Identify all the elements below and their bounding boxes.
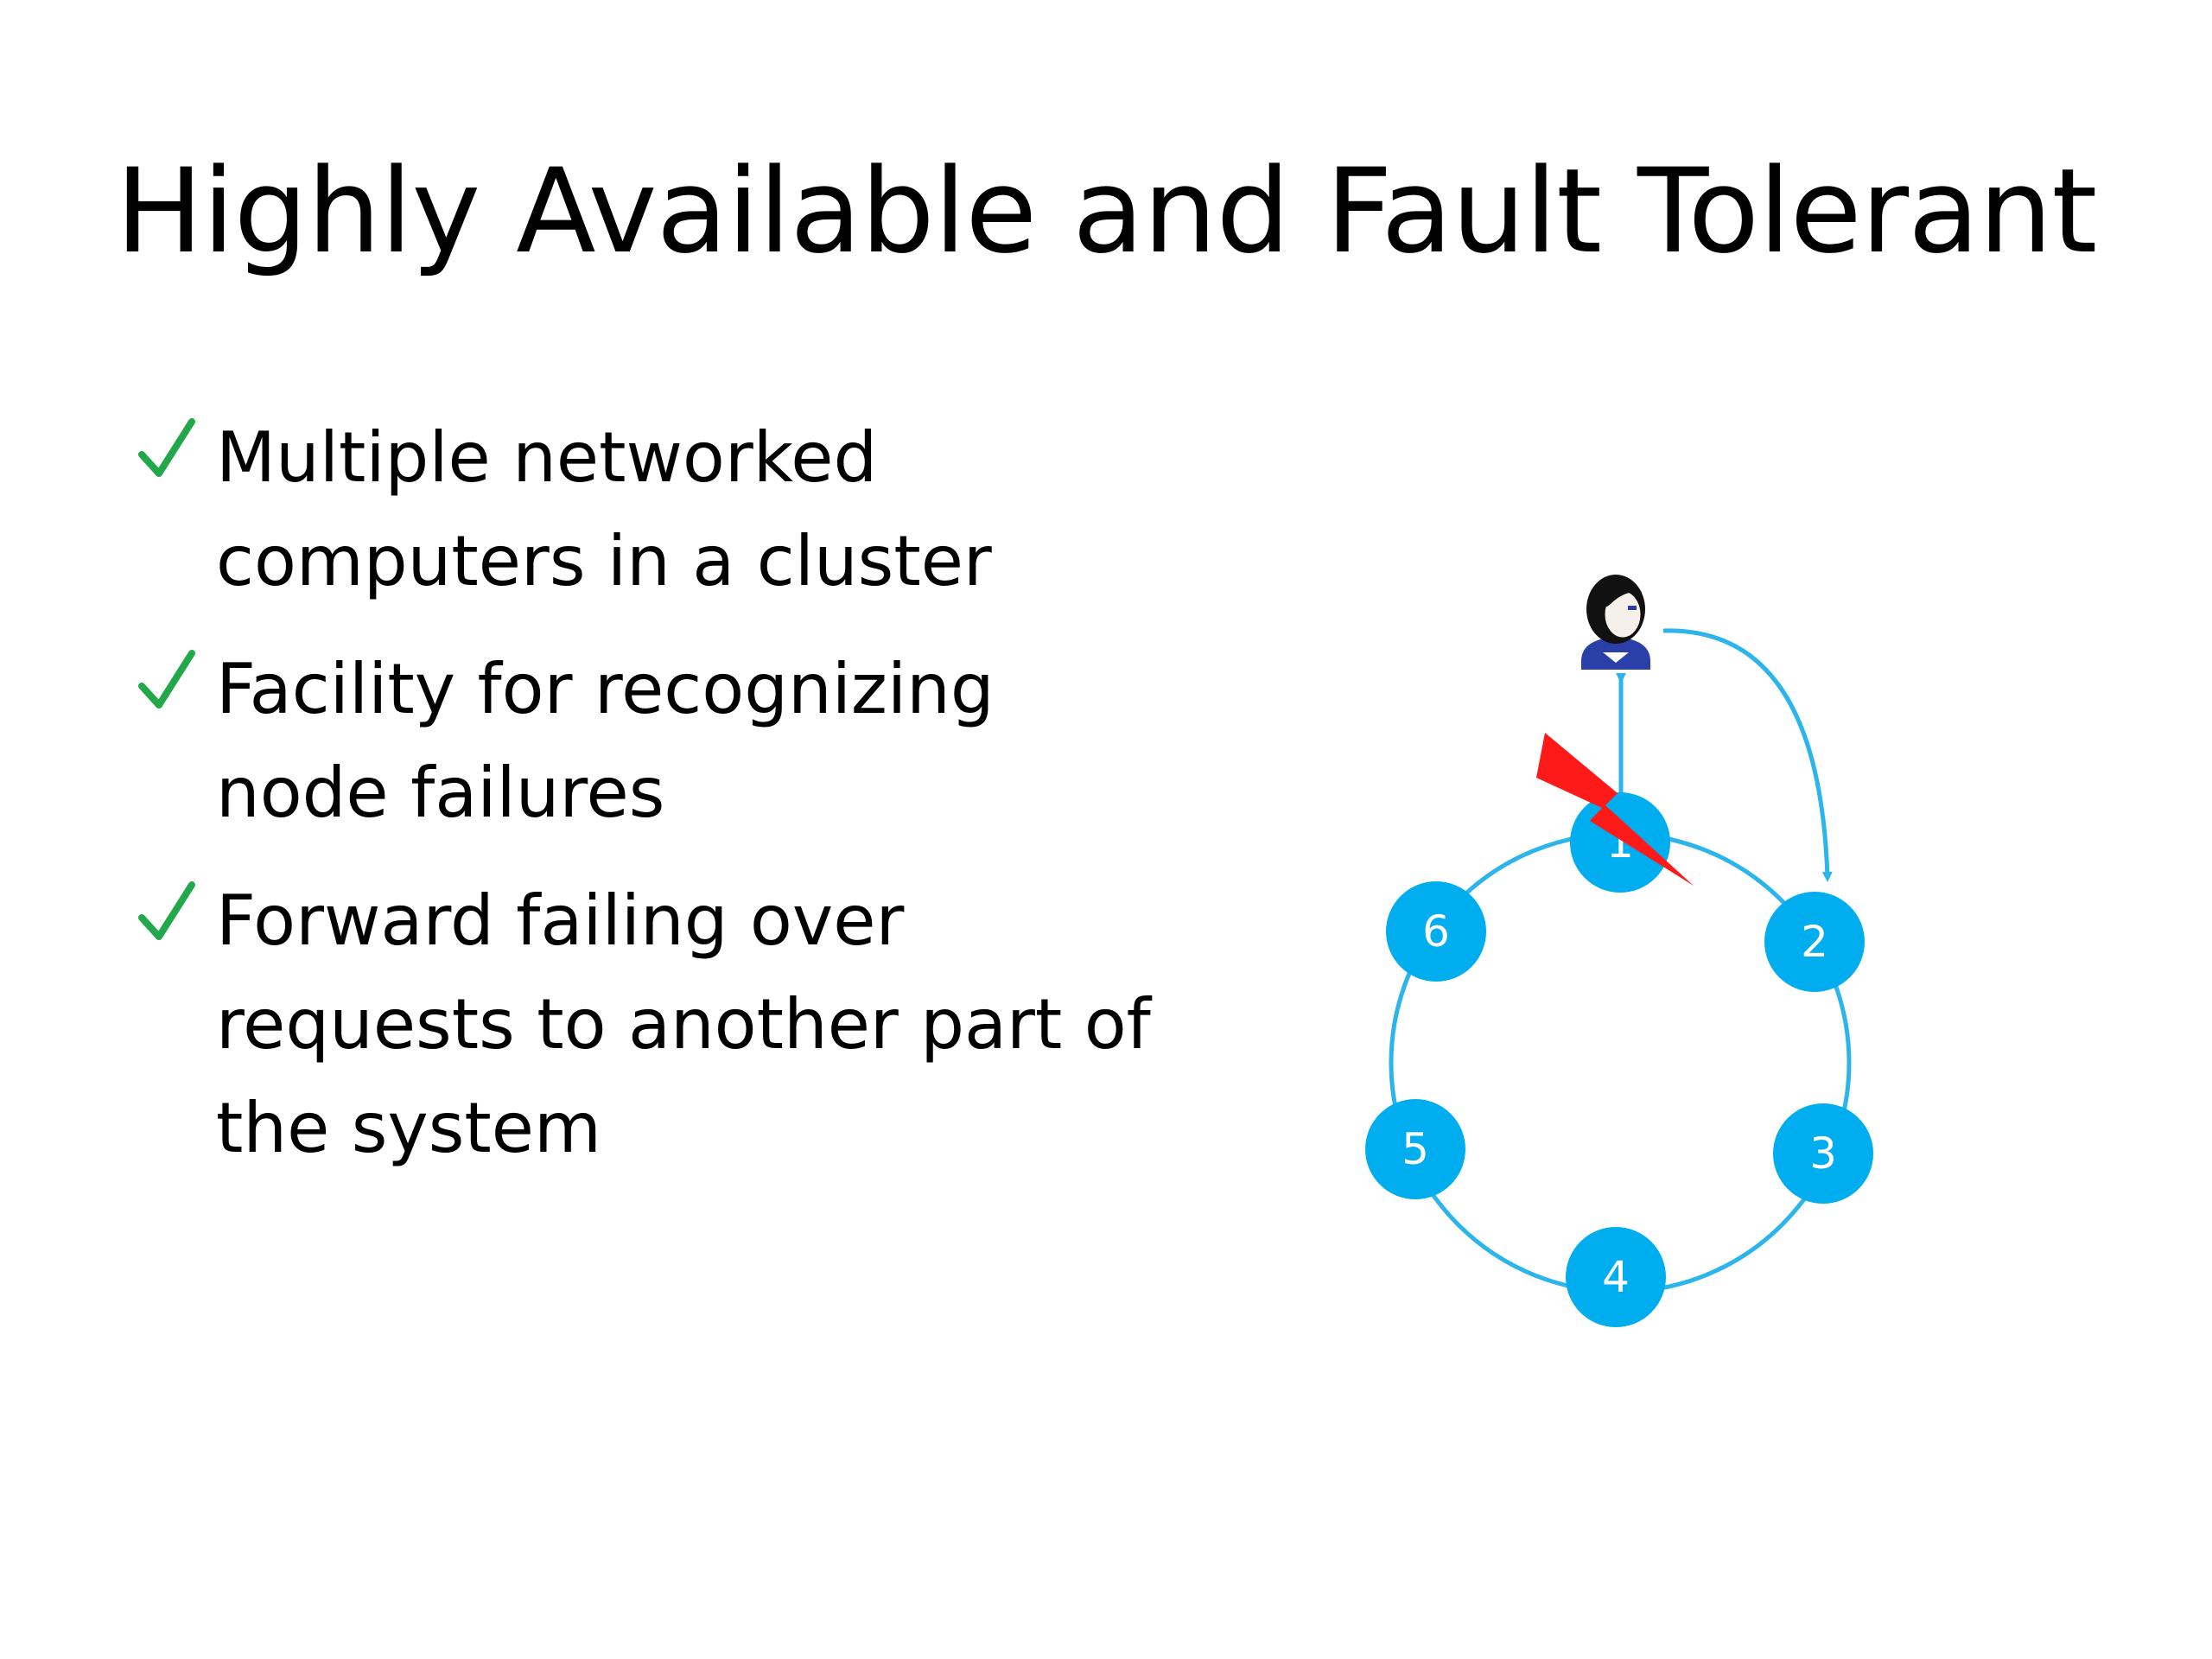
bullet-item: Facility for recognizing node failures: [137, 638, 1156, 845]
bullet-item: Forward failing over requests to another…: [137, 869, 1156, 1180]
user-icon: [1581, 575, 1650, 670]
node-5-label: 5: [1402, 1124, 1429, 1174]
node-2-label: 2: [1801, 917, 1828, 967]
lightning-bolt-icon: [1536, 733, 1694, 886]
check-icon: [138, 881, 195, 940]
check-icon: [138, 418, 195, 477]
node-1: 1: [1570, 792, 1670, 893]
node-4: 4: [1566, 1227, 1666, 1327]
bullet-item: Multiple networked computers in a cluste…: [137, 406, 1156, 613]
slide-title: Highly Available and Fault Tolerant: [115, 143, 2098, 279]
node-6-label: 6: [1422, 906, 1450, 957]
failover-arrow: [1662, 628, 1833, 882]
bullet-text: Facility for recognizing node failures: [216, 649, 995, 833]
bullet-list: Multiple networked computers in a cluste…: [137, 406, 1156, 1205]
node-3-label: 3: [1809, 1128, 1837, 1179]
bullet-text: Multiple networked computers in a cluste…: [216, 417, 992, 601]
cluster-ring-diagram: 1 2 3 4 5 6: [1365, 575, 1873, 1327]
node-6: 6: [1386, 881, 1486, 982]
node-2: 2: [1764, 892, 1865, 992]
check-icon: [138, 650, 195, 709]
bullet-text: Forward failing over requests to another…: [216, 880, 1151, 1168]
node-5: 5: [1365, 1099, 1465, 1199]
node-3: 3: [1773, 1103, 1873, 1204]
node-4-label: 4: [1602, 1252, 1630, 1302]
